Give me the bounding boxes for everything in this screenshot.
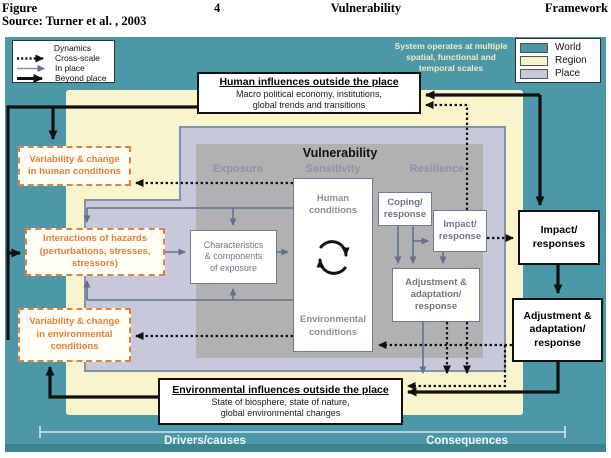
env-influences-title: Environmental influences outside the pla…	[172, 384, 389, 397]
legend-label: Region	[555, 55, 587, 66]
dynamics-legend: Dynamics Cross-scale In place Beyond pla…	[12, 40, 115, 83]
coping-response-box: Coping/ response	[378, 192, 432, 226]
legend-row-cross-scale: Cross-scale	[16, 53, 111, 63]
hazards-box: Interactions of hazards (perturbations, …	[25, 228, 165, 276]
in-place-arrow-icon	[17, 64, 45, 72]
adjustment-adaptation-outer-box: Adjustment & adaptation/ response	[512, 298, 603, 362]
legend-label: Beyond place	[55, 73, 107, 83]
legend-label: In place	[55, 63, 85, 73]
figure-number: 4	[214, 1, 221, 15]
figure-title: Vulnerability	[330, 1, 402, 15]
exposure-characteristics-box: Characteristics & components of exposure	[190, 230, 277, 284]
column-resilience: Resilience	[409, 163, 465, 175]
legend-row-region: Region	[520, 55, 596, 66]
consequences-label: Consequences	[426, 435, 508, 447]
human-variability-box: Variability & change in human conditions	[18, 146, 131, 186]
impact-response-box: Impact/ response	[433, 210, 487, 252]
legend-row-in-place: In place	[16, 63, 111, 73]
scales-legend: World Region Place	[515, 38, 601, 83]
env-influences-box: Environmental influences outside the pla…	[158, 378, 403, 425]
place-swatch	[520, 68, 548, 79]
region-swatch	[520, 55, 548, 66]
column-exposure: Exposure	[212, 163, 264, 175]
dynamics-legend-title: Dynamics	[53, 43, 92, 53]
figure-label: Figure	[2, 1, 38, 15]
legend-row-world: World	[520, 42, 596, 53]
world-swatch	[520, 42, 548, 53]
env-conditions-label: Environmental conditions	[300, 314, 366, 338]
scale-note: System operates at multiple spatial, fun…	[394, 41, 508, 74]
legend-label: Cross-scale	[55, 53, 100, 63]
env-variability-box: Variability & change in environmental co…	[18, 308, 131, 362]
impact-responses-outer-box: Impact/ responses	[518, 210, 600, 265]
beyond-place-arrow-icon	[17, 73, 43, 83]
legend-label: Place	[555, 68, 581, 79]
vulnerability-title: Vulnerability	[302, 146, 378, 160]
figure-title-2: Framework	[544, 1, 608, 15]
figure-source: Source: Turner et al. , 2003	[2, 14, 147, 28]
legend-label: World	[555, 42, 581, 53]
human-influences-title: Human influences outside the place	[219, 75, 399, 88]
adjustment-adaptation-box: Adjustment & adaptation/ response	[392, 268, 480, 322]
world-panel-shadow	[5, 444, 606, 452]
conditions-box: Human conditions Environmental condition…	[293, 178, 373, 352]
legend-row-beyond-place: Beyond place	[16, 73, 111, 83]
cross-scale-arrow-icon	[17, 54, 44, 62]
human-influences-body: Macro political economy, institutions, g…	[236, 88, 382, 110]
human-influences-box: Human influences outside the place Macro…	[197, 72, 421, 114]
env-influences-body: State of biosphere, state of nature, glo…	[211, 397, 350, 419]
legend-row-place: Place	[520, 68, 596, 79]
human-conditions-label: Human conditions	[308, 193, 358, 217]
column-sensitivity: Sensitivity	[305, 163, 361, 175]
drivers-causes-label: Drivers/causes	[164, 435, 246, 447]
